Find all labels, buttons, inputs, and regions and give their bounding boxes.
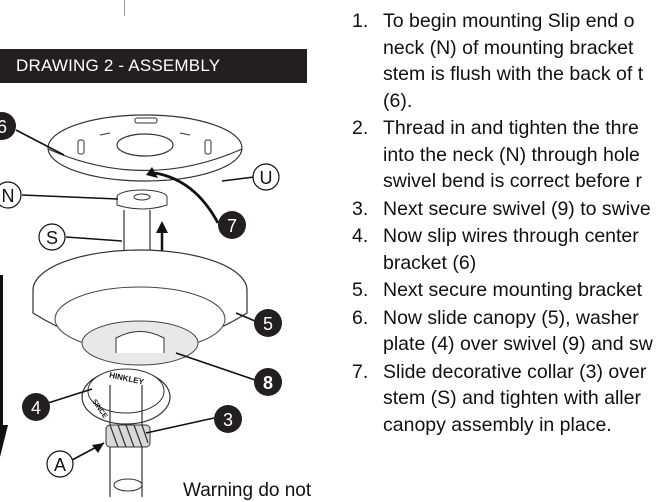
step-line: To begin mounting Slip end o xyxy=(383,10,635,32)
down-arrow-icon xyxy=(0,275,8,457)
step-line: stem (S) and tighten with aller xyxy=(383,387,641,409)
step-number: 2. xyxy=(352,117,369,139)
callout-s: S xyxy=(38,223,66,251)
step-number: 4. xyxy=(352,225,369,247)
step-line: into the neck (N) through hole xyxy=(383,143,640,166)
step-7: 7. Slide decorative collar (3) over stem… xyxy=(352,359,658,439)
svg-text:6: 6 xyxy=(0,117,7,137)
assembly-drawing: HINKLEY SINCE 6 N S U xyxy=(0,112,282,497)
step-number: 7. xyxy=(352,360,369,383)
swivel xyxy=(115,331,165,353)
curved-pointer xyxy=(154,171,220,224)
callout-8: 8 xyxy=(254,368,282,396)
step-line: Thread in and tighten the thre xyxy=(383,117,639,139)
step-4: 4. Now slip wires through center bracket… xyxy=(352,223,658,276)
callout-3: 3 xyxy=(214,405,242,433)
callout-a: A xyxy=(46,450,74,478)
svg-text:A: A xyxy=(54,455,66,475)
callout-7: 7 xyxy=(218,211,246,239)
step-number: 1. xyxy=(352,10,369,32)
svg-text:N: N xyxy=(2,186,15,206)
drawing-title: DRAWING 2 - ASSEMBLY xyxy=(0,49,307,83)
svg-text:S: S xyxy=(46,228,58,248)
step-line: plate (4) over swivel (9) and sw xyxy=(383,333,653,355)
callout-6: 6 xyxy=(0,112,16,140)
step-5: 5. Next secure mounting bracket xyxy=(352,277,658,304)
step-line: swivel bend is correct before r xyxy=(383,170,643,192)
lower-stem xyxy=(105,385,151,497)
step-2: 2. Thread in and tighten the thre into t… xyxy=(352,115,658,195)
decorative-collar: HINKLEY SINCE xyxy=(81,368,171,425)
up-arrow-icon xyxy=(156,221,168,255)
svg-text:8: 8 xyxy=(263,373,273,393)
step-line: neck (N) of mounting bracket xyxy=(383,36,634,59)
callout-4: 4 xyxy=(22,393,50,421)
svg-text:7: 7 xyxy=(227,216,237,236)
step-number: 6. xyxy=(352,306,369,329)
mounting-bracket xyxy=(47,114,243,182)
callout-u: U xyxy=(252,163,280,191)
svg-text:U: U xyxy=(260,168,273,188)
bracket-neck xyxy=(116,189,168,210)
step-number: 3. xyxy=(352,197,369,220)
step-number: 5. xyxy=(352,279,369,301)
step-line: canopy assembly in place. xyxy=(383,413,612,436)
svg-text:3: 3 xyxy=(223,410,233,430)
step-line: stem is flush with the back of t xyxy=(383,63,644,85)
step-line: (6). xyxy=(383,89,413,112)
top-divider xyxy=(124,0,125,16)
callout-n: N xyxy=(0,181,22,209)
step-line: Next secure swivel (9) to swive xyxy=(383,197,651,220)
step-line: Now slide canopy (5), washer xyxy=(383,306,639,329)
step-line: Slide decorative collar (3) over xyxy=(383,360,647,383)
step-line: Next secure mounting bracket xyxy=(383,279,643,301)
step-6: 6. Now slide canopy (5), washer plate (4… xyxy=(352,305,658,358)
step-line: bracket (6) xyxy=(383,251,477,274)
svg-text:5: 5 xyxy=(263,314,273,334)
step-line: Now slip wires through center xyxy=(383,225,639,247)
instruction-steps: 1. To begin mounting Slip end o neck (N)… xyxy=(352,8,658,439)
canopy xyxy=(32,249,248,366)
svg-text:4: 4 xyxy=(31,398,41,418)
step-1: 1. To begin mounting Slip end o neck (N)… xyxy=(352,8,658,114)
step-3: 3. Next secure swivel (9) to swive xyxy=(352,196,658,223)
leader-lines xyxy=(15,129,256,461)
warning-text: Warning do not xyxy=(183,480,312,501)
callout-5: 5 xyxy=(254,309,282,337)
